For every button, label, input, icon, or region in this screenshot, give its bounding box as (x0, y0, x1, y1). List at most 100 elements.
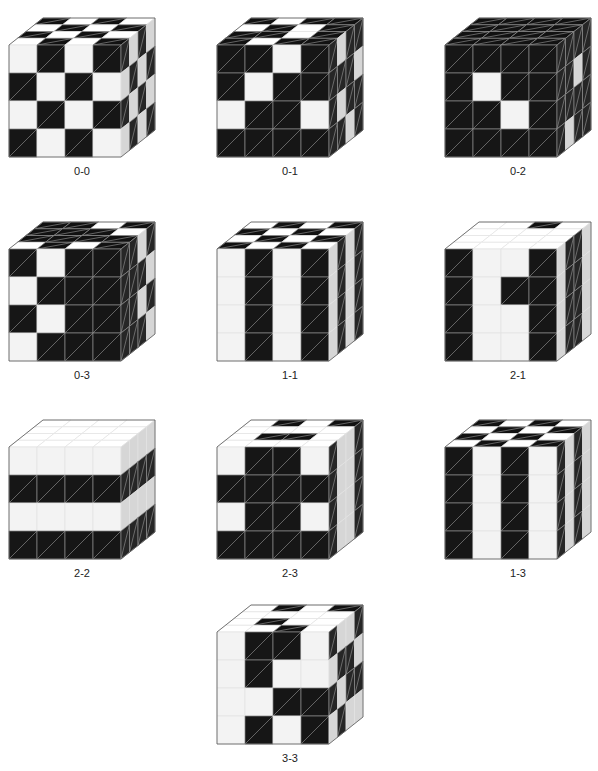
mesh-line (65, 333, 93, 361)
mesh-line (217, 475, 245, 503)
mesh-line (473, 101, 501, 129)
cube-cell (529, 277, 557, 305)
mesh-line (245, 277, 273, 305)
mesh-line (37, 101, 65, 129)
cube-cell (355, 306, 364, 341)
cube-cell (301, 305, 329, 333)
cube-cell (445, 73, 473, 101)
cube-cell (346, 511, 355, 546)
cube-cell (65, 333, 93, 361)
mesh-line (329, 524, 338, 559)
mesh-line (473, 45, 501, 73)
cube-cell (473, 101, 501, 129)
cube-cell (346, 109, 355, 144)
mesh-line (245, 447, 273, 475)
mesh-line (37, 45, 65, 73)
cube-cell (501, 101, 529, 129)
cube-cell (9, 531, 37, 559)
cube-cell (9, 447, 37, 475)
mesh-line (37, 531, 65, 559)
cube-cell (217, 305, 245, 333)
cube-cell (566, 116, 575, 151)
cube-cell (338, 116, 347, 151)
mesh-line (445, 305, 473, 333)
mesh-line (93, 249, 121, 277)
cube-cell (65, 73, 93, 101)
cube-label: 0-1 (282, 165, 298, 178)
mesh-line (130, 320, 139, 355)
mesh-line (301, 333, 329, 361)
mesh-line (445, 73, 473, 101)
cube-cell (37, 129, 65, 157)
cube-figure (217, 605, 363, 744)
mesh-line (529, 129, 557, 157)
cube-cell (445, 129, 473, 157)
cube-outline (9, 222, 155, 361)
cube-cell (37, 447, 65, 475)
cube-cell (245, 447, 273, 475)
cube-cell (245, 475, 273, 503)
mesh-line (273, 688, 301, 716)
cube-cell (37, 249, 65, 277)
mesh-line (574, 511, 583, 546)
cube-cell (9, 73, 37, 101)
cube-cell (217, 503, 245, 531)
mesh-line (557, 524, 566, 559)
mesh-line (65, 531, 93, 559)
mesh-line (445, 475, 473, 503)
cube-cell (65, 305, 93, 333)
mesh-line (37, 333, 65, 361)
cube-cell (473, 73, 501, 101)
cube-cell (501, 503, 529, 531)
cube-cell (355, 504, 364, 539)
mesh-line (121, 524, 130, 559)
cube-cell (245, 129, 273, 157)
mesh-line (529, 333, 557, 361)
mesh-line (9, 305, 37, 333)
cube-label: 0-3 (74, 369, 90, 382)
mesh-line (245, 249, 273, 277)
cube-cell (529, 305, 557, 333)
cube-cell (301, 632, 329, 660)
cube-cell (329, 122, 338, 157)
cube-cell (501, 249, 529, 277)
cube-cell (9, 45, 37, 73)
mesh-line (473, 129, 501, 157)
cube-cell (217, 249, 245, 277)
mesh-line (245, 503, 273, 531)
mesh-line (37, 475, 65, 503)
cube-cell (9, 475, 37, 503)
mesh-line (9, 475, 37, 503)
cube-cell (529, 447, 557, 475)
mesh-line (9, 249, 37, 277)
mesh-line (529, 249, 557, 277)
mesh-line (574, 313, 583, 348)
cube-cell (473, 333, 501, 361)
cube-cell (501, 333, 529, 361)
mesh-line (273, 73, 301, 101)
cube-cell (138, 313, 147, 348)
mesh-line (93, 101, 121, 129)
mesh-line (301, 277, 329, 305)
mesh-line (273, 632, 301, 660)
mesh-line (245, 632, 273, 660)
cube-cell (473, 277, 501, 305)
mesh-line (9, 129, 37, 157)
cube-label: 0-2 (510, 165, 526, 178)
cube-figure (9, 420, 155, 559)
cube-cell (529, 129, 557, 157)
cube-cell (138, 511, 147, 546)
cube-cell (9, 503, 37, 531)
mesh-line (301, 688, 329, 716)
mesh-line (301, 249, 329, 277)
cube-cell (301, 277, 329, 305)
cube-cell (93, 45, 121, 73)
mesh-line (445, 447, 473, 475)
cube-cell (445, 531, 473, 559)
cube-cell (501, 475, 529, 503)
mesh-line (147, 504, 156, 539)
mesh-line (557, 122, 566, 157)
cube-cell (65, 475, 93, 503)
cube-cell (93, 305, 121, 333)
